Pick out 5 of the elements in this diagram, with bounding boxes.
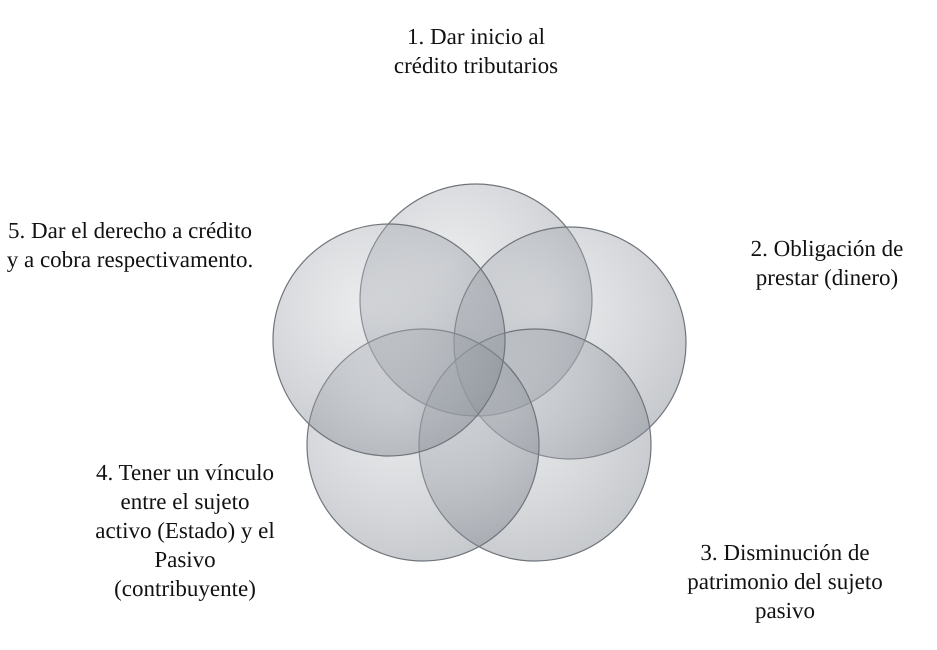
circle-label: 1. Dar inicio al crédito tributarios: [392, 23, 560, 80]
circle-label: 5. Dar el derecho a crédito y a cobra respectivamento.: [6, 217, 254, 274]
circle-label: 2. Obligación de prestar (dinero): [750, 235, 904, 292]
circle-label: 3. Disminución de patrimonio del sujeto pasivo: [686, 539, 884, 625]
circle-label: 4. Tener un vínculo entre el sujeto activo (Estado) y el Pasivo (contribuyente): [95, 459, 275, 603]
